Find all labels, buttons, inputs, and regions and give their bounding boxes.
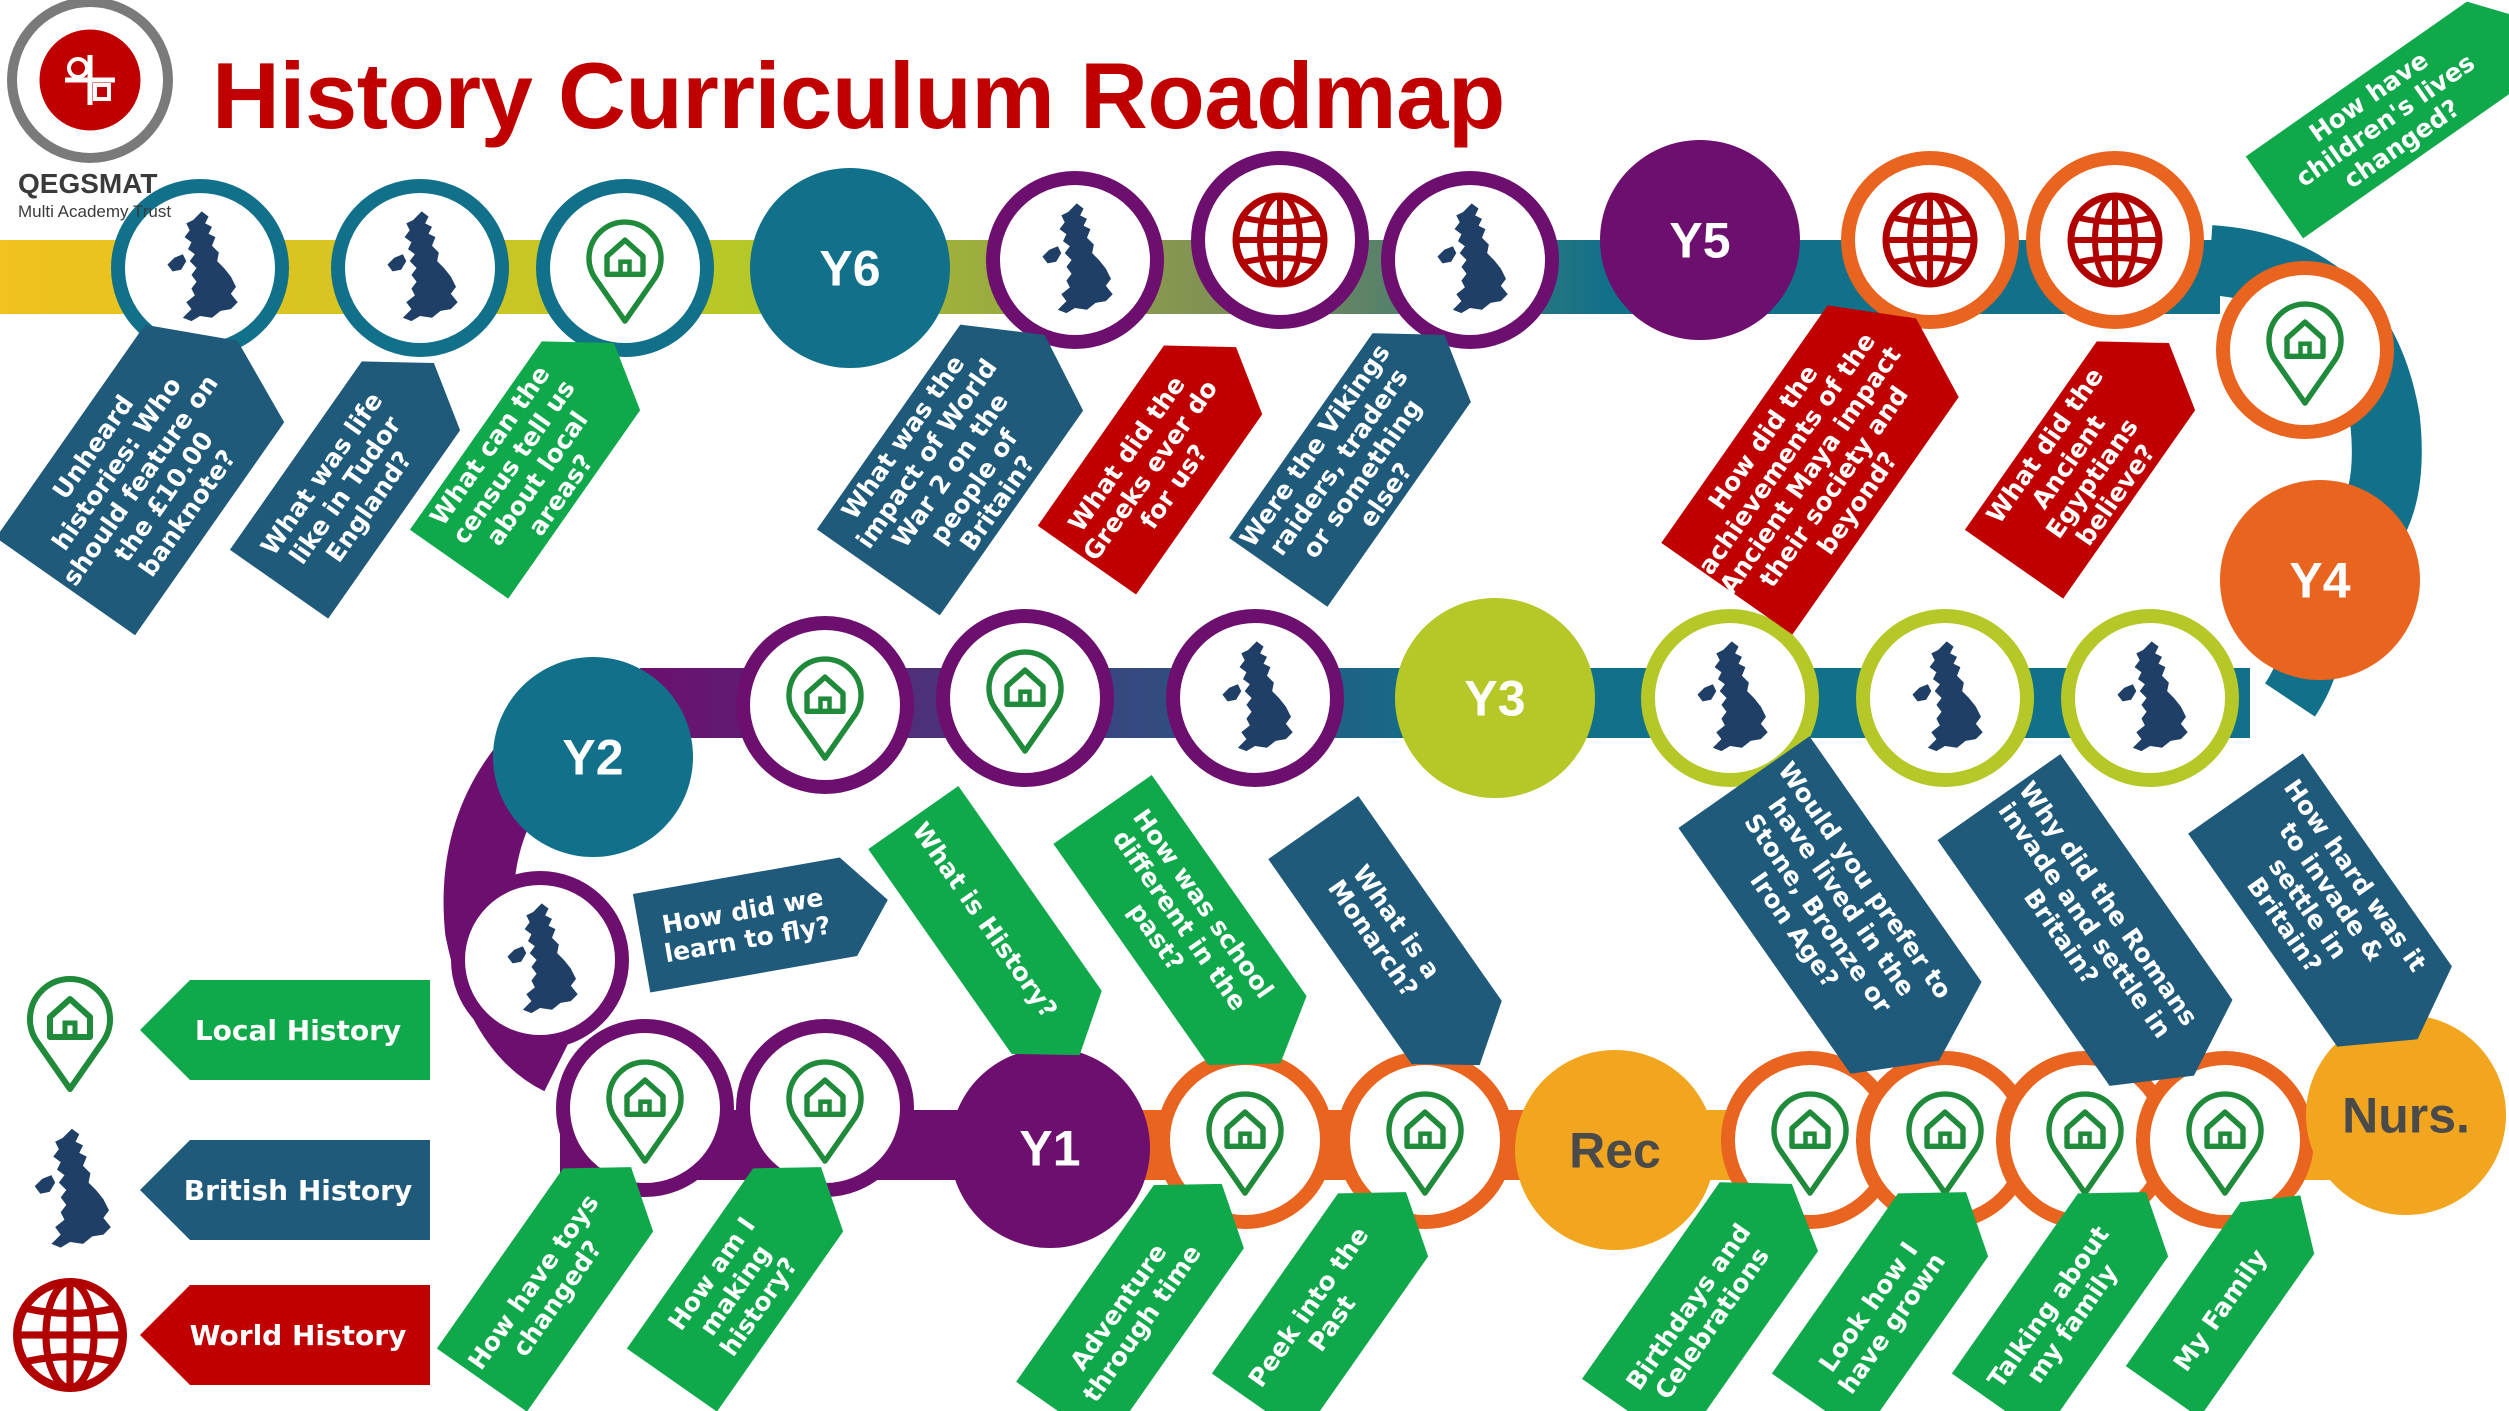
topic-tag: What did theAncientEgyptiansbelieve? (1964, 341, 2196, 599)
logo-name: QEGSMAT (18, 168, 158, 199)
topic-node-british (1856, 609, 2034, 787)
legend-label: Local History (195, 1014, 401, 1047)
topic-tag: My Family (2125, 1195, 2315, 1411)
topic-node-world (1841, 151, 2019, 329)
topic-tag: How was schooldifferent in thepast? (1053, 774, 1307, 1066)
topic-node-local (2216, 261, 2394, 439)
topic-tag: Birthdays andCelebrations (1582, 1182, 1818, 1411)
topic-node-british (2061, 609, 2239, 787)
topic-node-british (1381, 171, 1559, 349)
year-marker-y3: Y3 (1395, 598, 1595, 798)
topic-node-british (986, 171, 1164, 349)
year-label: Y2 (562, 730, 623, 786)
year-marker-y2: Y2 (493, 657, 693, 857)
topic-node-world (1191, 151, 1369, 329)
year-marker-y6: Y6 (750, 168, 950, 368)
topic-node-british (1166, 609, 1344, 787)
year-marker-y4: Y4 (2220, 480, 2420, 680)
year-label: Y3 (1464, 671, 1525, 727)
topic-tag: What was lifelike in TudorEngland? (229, 361, 461, 619)
topic-node-local (736, 616, 914, 794)
qegsmat-logo (7, 0, 173, 163)
year-marker-y5: Y5 (1600, 140, 1800, 340)
year-label: Rec (1569, 1123, 1661, 1179)
year-label: Y5 (1669, 213, 1730, 269)
topic-tag: What is aMonarch? (1268, 796, 1502, 1066)
year-marker-y1: Y1 (950, 1048, 1150, 1248)
topic-node-local (536, 179, 714, 357)
globe-icon (2071, 196, 2159, 284)
legend-label: British History (184, 1174, 412, 1207)
globe-icon (1886, 196, 1974, 284)
topic-node-british (451, 871, 629, 1049)
legend-label: World History (190, 1319, 407, 1352)
topic-tag: Unheardhistories: Whoshould feature onth… (0, 324, 285, 636)
topic-node-local (556, 1019, 734, 1197)
year-label: Nurs. (2342, 1088, 2470, 1144)
topic-node-world (2026, 151, 2204, 329)
topic-tag: How did welearn to fly? (632, 857, 888, 993)
topic-node-local (936, 609, 1114, 787)
year-marker-rec: Rec (1515, 1050, 1715, 1250)
legend-item-world: World History (17, 1282, 430, 1388)
legend-item-local: Local History (30, 979, 430, 1089)
logo-subtitle: Multi Academy Trust (18, 202, 172, 221)
year-label: Y6 (819, 241, 880, 297)
year-label: Y1 (1019, 1121, 1080, 1177)
page-title: History Curriculum Roadmap (212, 43, 1505, 148)
year-label: Y4 (2289, 553, 2350, 609)
year-marker-nurs: Nurs. (2306, 1015, 2506, 1215)
topic-tag: What did theGreeks ever dofor us? (1037, 345, 1263, 595)
topic-node-british (1641, 609, 1819, 787)
topic-node-local (2136, 1051, 2314, 1229)
topic-node-local (736, 1019, 914, 1197)
globe-icon (1236, 196, 1324, 284)
topic-node-british (331, 179, 509, 357)
topic-tag: How havechildren's liveschanged? (2245, 1, 2509, 239)
home-pin-icon (30, 979, 110, 1089)
globe-icon (17, 1282, 123, 1388)
topic-tag: Would you prefer tohave lived in theSton… (1678, 736, 1982, 1074)
uk-map-icon (34, 1128, 111, 1248)
legend-item-british: British History (34, 1128, 430, 1248)
